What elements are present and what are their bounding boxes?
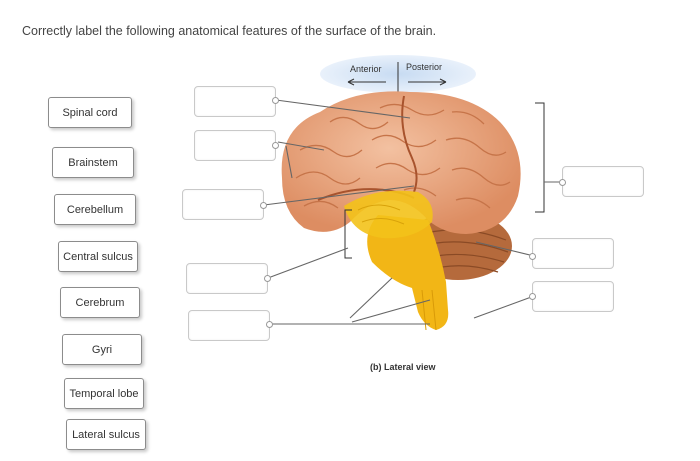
connector-dot xyxy=(272,97,279,104)
brainstem-shape xyxy=(367,215,449,330)
drop-target-3[interactable] xyxy=(182,189,264,220)
connector-dot xyxy=(529,253,536,260)
label-text: Gyri xyxy=(91,343,113,356)
label-text: Brainstem xyxy=(68,156,118,169)
label-cerebrum[interactable]: Cerebrum xyxy=(60,287,140,318)
bracket-right xyxy=(535,102,545,213)
label-text: Spinal cord xyxy=(62,106,118,119)
bracket-left xyxy=(344,209,352,259)
drop-target-1[interactable] xyxy=(194,86,276,117)
connector-dot xyxy=(264,275,271,282)
central-sulcus-line xyxy=(401,95,418,193)
label-gyri[interactable]: Gyri xyxy=(62,334,142,365)
drop-target-8[interactable] xyxy=(532,281,614,312)
drop-target-5[interactable] xyxy=(188,310,270,341)
drop-target-7[interactable] xyxy=(532,238,614,269)
label-text: Cerebellum xyxy=(66,203,124,216)
connector-dot xyxy=(272,142,279,149)
label-brainstem[interactable]: Brainstem xyxy=(52,147,134,178)
anterior-label: Anterior xyxy=(350,64,382,74)
drop-target-4[interactable] xyxy=(186,263,268,294)
temporal-highlight xyxy=(344,190,433,239)
drop-target-6[interactable] xyxy=(562,166,644,197)
drop-target-2[interactable] xyxy=(194,130,276,161)
connector-dot xyxy=(260,202,267,209)
label-cerebellum[interactable]: Cerebellum xyxy=(54,194,136,225)
anterior-arrow xyxy=(347,78,386,86)
label-text: Cerebrum xyxy=(75,296,125,309)
label-temporal-lobe[interactable]: Temporal lobe xyxy=(64,378,144,409)
connector-dot xyxy=(559,179,566,186)
label-central-sulcus[interactable]: Central sulcus xyxy=(58,241,138,272)
label-lateral-sulcus[interactable]: Lateral sulcus xyxy=(66,419,146,450)
label-text: Central sulcus xyxy=(63,250,133,263)
connector-dot xyxy=(529,293,536,300)
label-spinal-cord[interactable]: Spinal cord xyxy=(48,97,132,128)
posterior-label: Posterior xyxy=(406,62,443,72)
instruction-text: Correctly label the following anatomical… xyxy=(22,24,437,38)
figure-caption: (b) Lateral view xyxy=(370,362,436,372)
posterior-arrow xyxy=(408,78,447,86)
connector-dot xyxy=(266,321,273,328)
label-text: Temporal lobe xyxy=(69,387,139,400)
label-text: Lateral sulcus xyxy=(72,428,140,441)
